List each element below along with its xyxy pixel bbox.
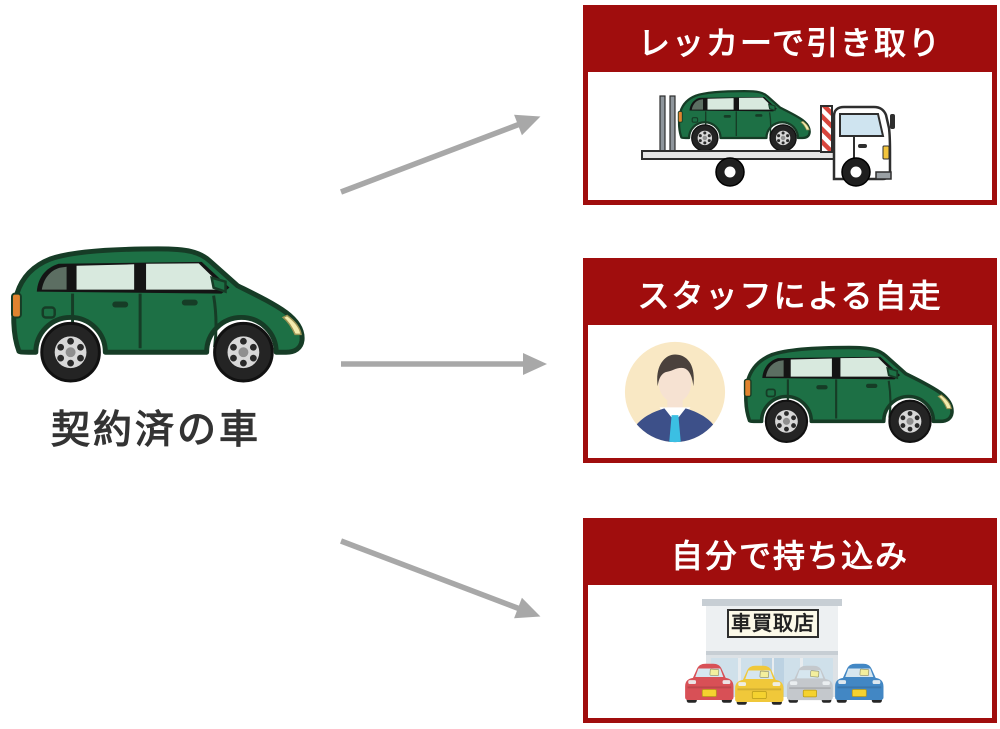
option-body-self-bring: 車買取店 [588, 585, 992, 718]
green-car-illustration [742, 345, 954, 444]
shop-signboard [727, 608, 819, 638]
car-shop-illustration: 車買取店 [684, 598, 884, 705]
option-title-staff-drive: スタッフによる自走 [637, 278, 943, 314]
arrow-to-staff-drive-icon [341, 353, 547, 375]
option-body-staff-drive [588, 325, 992, 458]
green-car-illustration [7, 236, 305, 383]
option-title-self-bring: 自分で持ち込み [670, 538, 909, 574]
contracted-car-label: 契約済の車 [50, 409, 261, 452]
tow-truck-illustration [641, 90, 895, 187]
arrow-to-self-bring-icon [340, 538, 541, 619]
option-title-tow-pickup: レッカーで引き取り [637, 25, 943, 61]
option-box-staff-drive: スタッフによる自走 [583, 258, 997, 463]
option-box-tow-pickup: レッカーで引き取り [583, 5, 997, 205]
shop-car-blue [834, 662, 884, 703]
shop-sign-text: 車買取店 [731, 611, 815, 635]
staff-avatar-icon [624, 341, 725, 442]
arrow-to-tow-pickup-icon [340, 114, 541, 195]
option-box-self-bring: 自分で持ち込み 車買取店 [583, 518, 997, 723]
contracted-car-figure: 契約済の車 [5, 236, 307, 455]
shop-roof [702, 598, 842, 606]
option-body-tow-pickup [588, 72, 992, 200]
